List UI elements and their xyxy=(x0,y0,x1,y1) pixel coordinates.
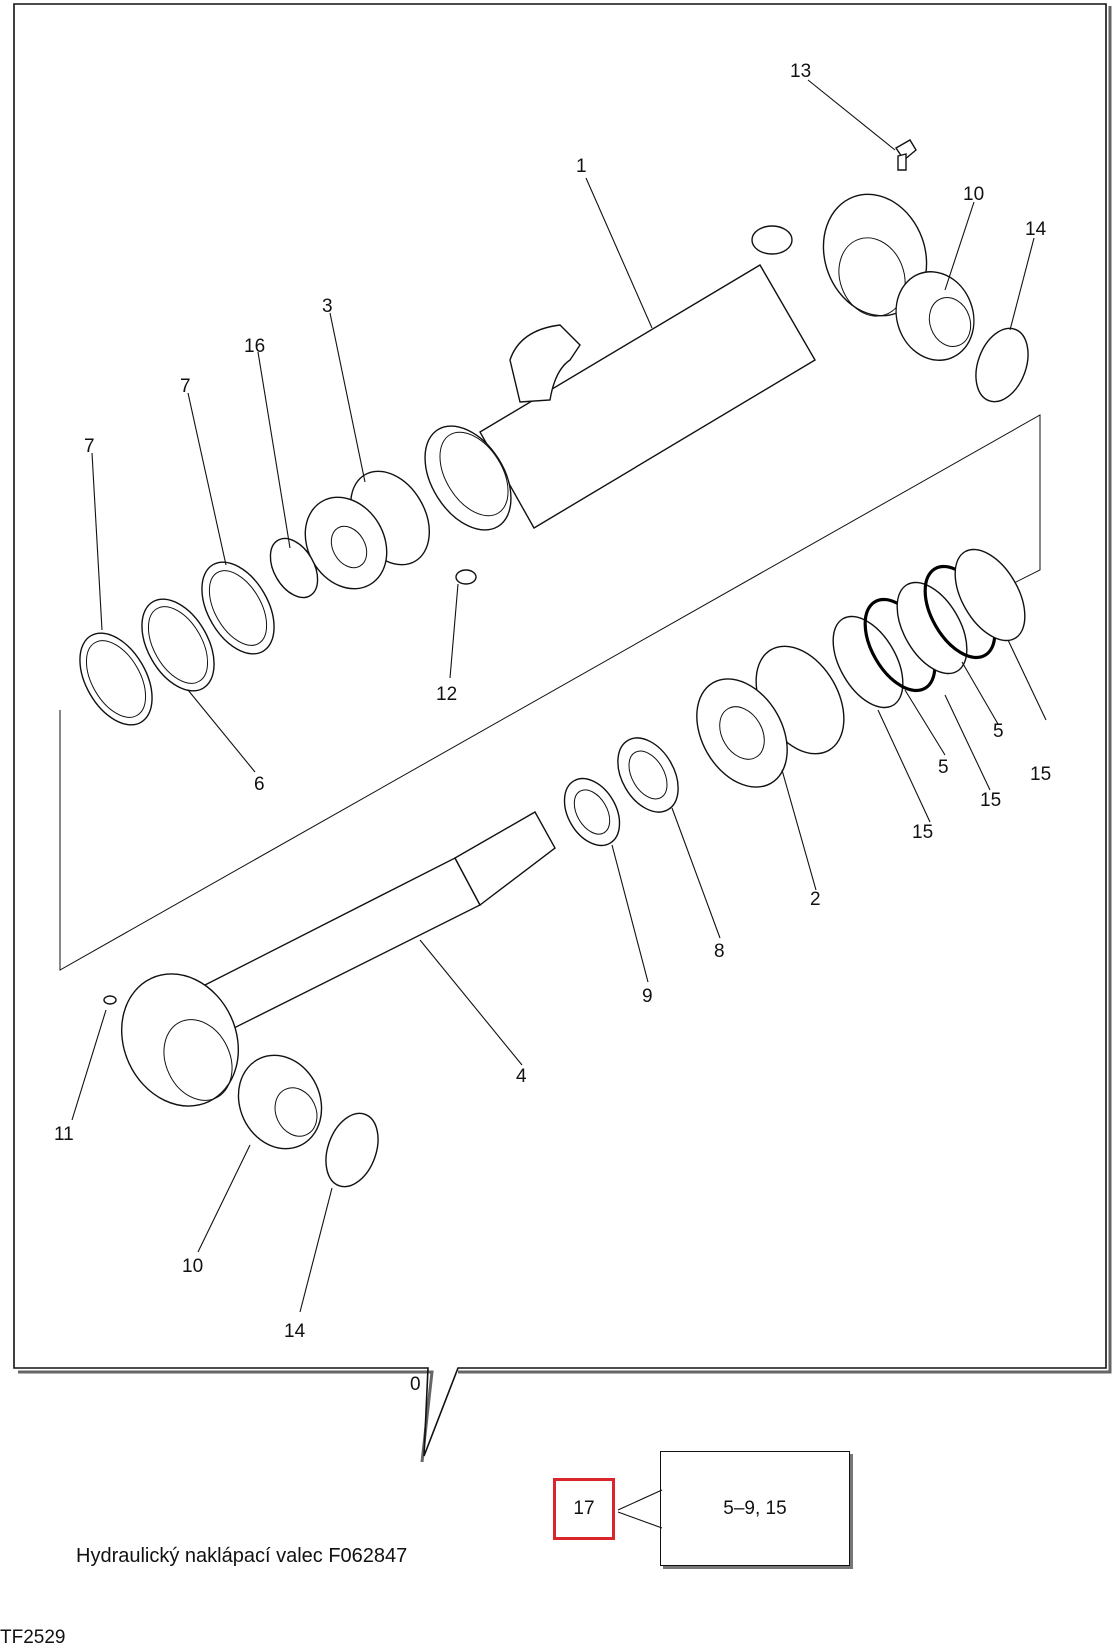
part-7-wiper-ring xyxy=(201,561,275,655)
part-1-cylinder-barrel xyxy=(424,193,928,531)
callout-5-b: 5 xyxy=(938,757,949,778)
callout-12: 12 xyxy=(436,684,457,705)
callout-3: 3 xyxy=(322,296,333,317)
part-9-seal xyxy=(563,777,621,847)
drawing-frame xyxy=(13,3,1112,1463)
callout-13: 13 xyxy=(790,61,811,82)
callout-16: 16 xyxy=(244,336,265,357)
callout-0: 0 xyxy=(410,1374,421,1395)
callout-15-c: 15 xyxy=(912,822,933,843)
callout-11: 11 xyxy=(54,1124,74,1145)
callout-8: 8 xyxy=(714,941,725,962)
part-7-wiper-ring-second xyxy=(79,632,153,726)
callout-7-a: 7 xyxy=(180,376,191,397)
callout-1: 1 xyxy=(576,156,587,177)
part-14-snap-ring-top xyxy=(975,327,1029,403)
part-10-bushing-bottom xyxy=(237,1054,323,1150)
kit-number-box: 17 xyxy=(553,1478,615,1540)
part-11-grease-fitting xyxy=(103,995,117,1005)
part-10-bushing-top xyxy=(895,271,975,361)
callout-9: 9 xyxy=(642,986,653,1007)
part-12-set-screw xyxy=(455,569,477,585)
part-3-gland xyxy=(304,470,430,590)
callout-15-b: 15 xyxy=(980,790,1001,811)
part-4-piston-rod xyxy=(120,811,556,1107)
callout-4: 4 xyxy=(516,1066,527,1087)
callout-6: 6 xyxy=(254,774,265,795)
part-6-seal xyxy=(141,598,215,692)
callout-2: 2 xyxy=(810,889,821,910)
callout-14-top: 14 xyxy=(1025,219,1047,240)
part-13-grease-fitting xyxy=(895,139,917,171)
kit-contents-box: 5–9, 15 xyxy=(660,1451,850,1566)
part-15-backup-rings-and-5-orings xyxy=(832,548,1026,709)
callout-10-top: 10 xyxy=(963,184,984,205)
explode-path-frame xyxy=(59,414,1041,971)
kit-number: 17 xyxy=(573,1498,595,1519)
diagram-caption: Hydraulický naklápací valec F062847 xyxy=(76,1545,408,1567)
leader-lines xyxy=(71,79,1047,1313)
part-14-snap-ring-bottom xyxy=(325,1112,379,1188)
callout-15-a: 15 xyxy=(1030,764,1051,785)
callout-5-a: 5 xyxy=(993,721,1004,742)
part-2-piston xyxy=(696,645,845,788)
figure-code: TF2529 xyxy=(0,1627,66,1648)
callout-14-bottom: 14 xyxy=(284,1321,306,1342)
part-16-bushing xyxy=(269,537,319,599)
callout-7-b: 7 xyxy=(84,436,95,457)
kit-connector-lines xyxy=(617,1489,663,1529)
callout-10-bottom: 10 xyxy=(182,1256,203,1277)
kit-contents: 5–9, 15 xyxy=(723,1497,787,1519)
part-8-wear-ring xyxy=(617,737,679,813)
